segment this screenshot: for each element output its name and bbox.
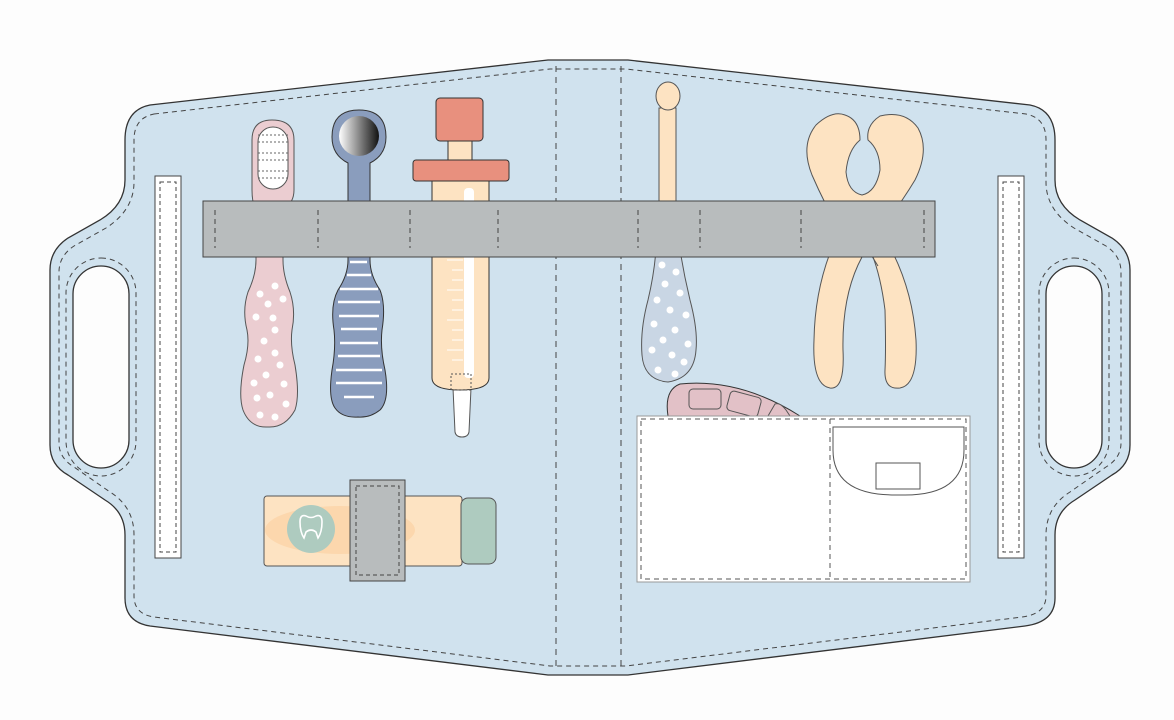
teeth-model[interactable] xyxy=(666,382,802,418)
tooth-logo-icon xyxy=(287,505,335,553)
left-side-strap xyxy=(154,175,182,559)
pocket-velcro-tab xyxy=(875,462,921,490)
right-side-strap xyxy=(997,175,1025,559)
left-handle[interactable] xyxy=(65,257,137,477)
tool-holder-strap xyxy=(202,200,936,258)
kit-case xyxy=(49,59,1131,676)
toothpaste-tube[interactable] xyxy=(263,479,497,582)
storage-pocket[interactable] xyxy=(636,415,971,583)
pocket-flap[interactable] xyxy=(832,426,965,496)
dental-mirror[interactable] xyxy=(330,109,388,418)
dental-probe[interactable] xyxy=(641,81,697,383)
right-handle[interactable] xyxy=(1038,257,1110,477)
toothbrush[interactable] xyxy=(240,119,298,428)
